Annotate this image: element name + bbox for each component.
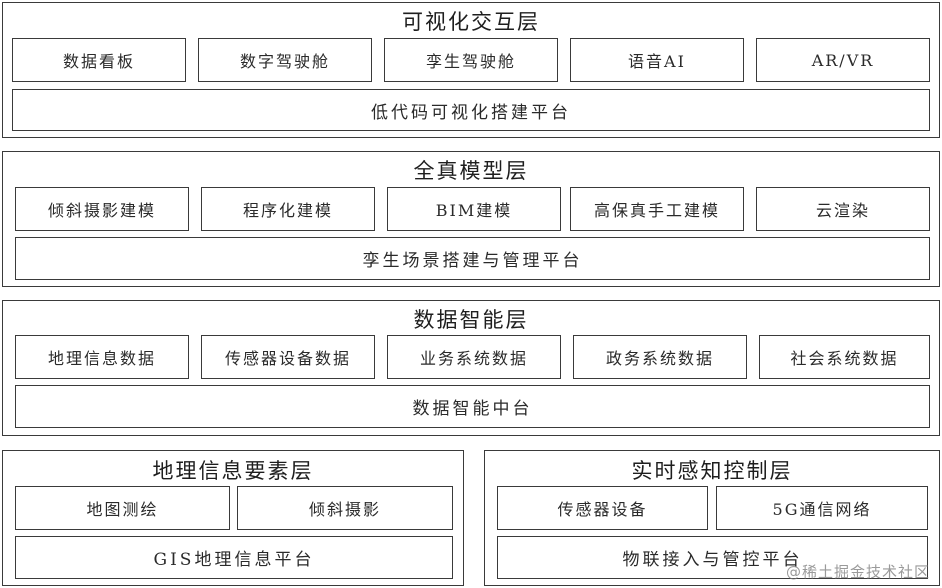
control-layer: 实时感知控制层 传感器设备 5G通信网络 物联接入与管控平台 [484, 450, 940, 586]
watermark: @稀土掘金技术社区 [785, 563, 930, 581]
item-digital-cockpit: 数字驾驶舱 [198, 38, 372, 82]
item-oblique-photo: 倾斜摄影 [237, 486, 453, 530]
item-data-dashboard: 数据看板 [12, 38, 186, 82]
layer-title: 可视化交互层 [402, 10, 540, 34]
layer-title: 地理信息要素层 [152, 459, 314, 483]
item-sensor-data: 传感器设备数据 [201, 335, 375, 379]
platform-twin-scene: 孪生场景搭建与管理平台 [15, 237, 930, 280]
item-manual-modeling: 高保真手工建模 [570, 187, 744, 231]
item-cloud-rendering: 云渲染 [756, 187, 930, 231]
model-layer: 全真模型层 倾斜摄影建模 程序化建模 BIM建模 高保真手工建模 云渲染 孪生场… [2, 151, 940, 287]
platform-iot: 物联接入与管控平台 [497, 536, 928, 579]
item-government-data: 政务系统数据 [573, 335, 747, 379]
item-5g-network: 5G通信网络 [716, 486, 928, 530]
item-procedural-modeling: 程序化建模 [201, 187, 375, 231]
item-ar-vr: AR/VR [756, 38, 930, 82]
item-sensor-device: 传感器设备 [497, 486, 708, 530]
geo-layer: 地理信息要素层 地图测绘 倾斜摄影 GIS地理信息平台 [2, 450, 464, 586]
item-bim-modeling: BIM建模 [387, 187, 561, 231]
layer-title: 全真模型层 [413, 159, 529, 183]
platform-data-middle: 数据智能中台 [15, 385, 930, 428]
item-voice-ai: 语音AI [570, 38, 744, 82]
item-surveying: 地图测绘 [15, 486, 230, 530]
item-business-data: 业务系统数据 [387, 335, 561, 379]
platform-lowcode: 低代码可视化搭建平台 [12, 89, 930, 131]
platform-gis: GIS地理信息平台 [15, 536, 453, 579]
data-layer: 数据智能层 地理信息数据 传感器设备数据 业务系统数据 政务系统数据 社会系统数… [2, 300, 940, 436]
layer-title: 数据智能层 [413, 308, 529, 332]
item-oblique-modeling: 倾斜摄影建模 [15, 187, 189, 231]
item-social-data: 社会系统数据 [759, 335, 930, 379]
item-geo-data: 地理信息数据 [15, 335, 189, 379]
item-twin-cockpit: 孪生驾驶舱 [384, 38, 558, 82]
visualization-layer: 可视化交互层 数据看板 数字驾驶舱 孪生驾驶舱 语音AI AR/VR 低代码可视… [2, 2, 940, 138]
layer-title: 实时感知控制层 [631, 459, 793, 483]
